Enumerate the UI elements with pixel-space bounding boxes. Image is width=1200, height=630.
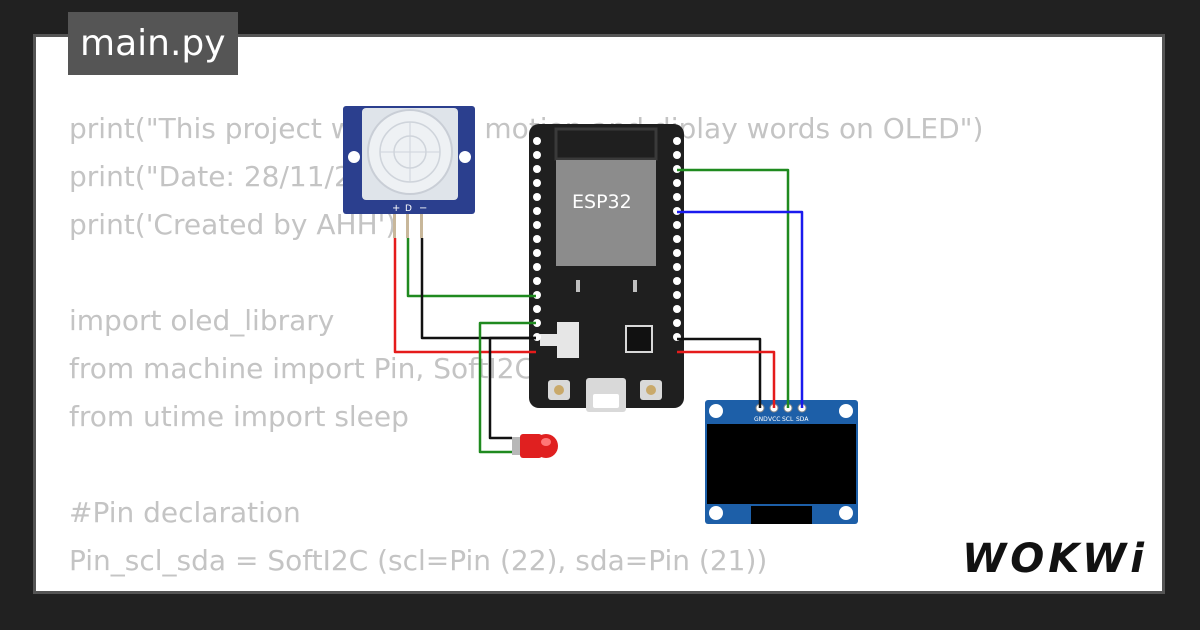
esp32-pin xyxy=(673,137,681,145)
wire-oled-scl xyxy=(677,168,790,408)
esp32-pin xyxy=(533,207,541,215)
esp32-pin xyxy=(533,151,541,159)
wire-pir-data xyxy=(406,238,536,298)
esp32-pin xyxy=(673,291,681,299)
esp32-pin xyxy=(673,221,681,229)
pir-label-minus: − xyxy=(419,203,427,214)
esp32-pin xyxy=(673,235,681,243)
esp32-pin xyxy=(533,221,541,229)
esp32-pin xyxy=(673,319,681,327)
oled-pin-scl: SCL xyxy=(782,416,794,423)
esp32-pin xyxy=(533,137,541,145)
wire-oled-gnd xyxy=(677,337,762,408)
file-tab-main-py[interactable]: main.py xyxy=(68,12,238,75)
esp32-pin xyxy=(533,263,541,271)
wire-led-anode xyxy=(478,321,536,454)
pir-sensor[interactable]: + D − xyxy=(343,106,475,238)
esp32-pin xyxy=(673,151,681,159)
oled-pin-sda: SDA xyxy=(796,416,809,423)
wire-oled-sda xyxy=(677,210,804,408)
esp32-pin xyxy=(533,319,541,327)
pir-label-plus: + xyxy=(392,203,400,214)
code-line: #Pin declaration xyxy=(69,496,301,529)
code-line: import oled_library xyxy=(69,304,335,337)
esp32-pin xyxy=(673,277,681,285)
esp32-pin xyxy=(673,193,681,201)
esp32-pin-headers xyxy=(533,137,681,341)
oled-pin-vcc: VCC xyxy=(768,416,780,423)
esp32-board[interactable]: ESP32 xyxy=(529,124,684,412)
wire-oled-vcc xyxy=(677,350,776,408)
esp32-pin xyxy=(533,193,541,201)
oled-pin-gnd: GND xyxy=(754,416,768,423)
esp32-pin xyxy=(533,165,541,173)
esp32-pin xyxy=(673,249,681,257)
wire-led-cathode xyxy=(488,336,536,440)
esp32-pin xyxy=(673,263,681,271)
code-line: Pin_scl_sda = SoftI2C (scl=Pin (22), sda… xyxy=(69,544,768,577)
esp32-chip-label: ESP32 xyxy=(572,191,632,213)
wires xyxy=(393,168,804,454)
esp32-pin xyxy=(533,277,541,285)
esp32-pin xyxy=(533,179,541,187)
code-line: from utime import sleep xyxy=(69,400,409,433)
wokwi-logo: WOKWi xyxy=(962,536,1148,582)
esp32-pin xyxy=(673,179,681,187)
pir-label-data: D xyxy=(405,204,412,214)
esp32-pin xyxy=(673,305,681,313)
oled-display[interactable]: GND VCC SCL SDA xyxy=(705,400,858,524)
esp32-pin xyxy=(533,305,541,313)
esp32-pin xyxy=(533,235,541,243)
code-line: from machine import Pin, SoftI2C xyxy=(69,352,535,385)
red-led[interactable] xyxy=(512,434,558,458)
esp32-pin xyxy=(533,249,541,257)
